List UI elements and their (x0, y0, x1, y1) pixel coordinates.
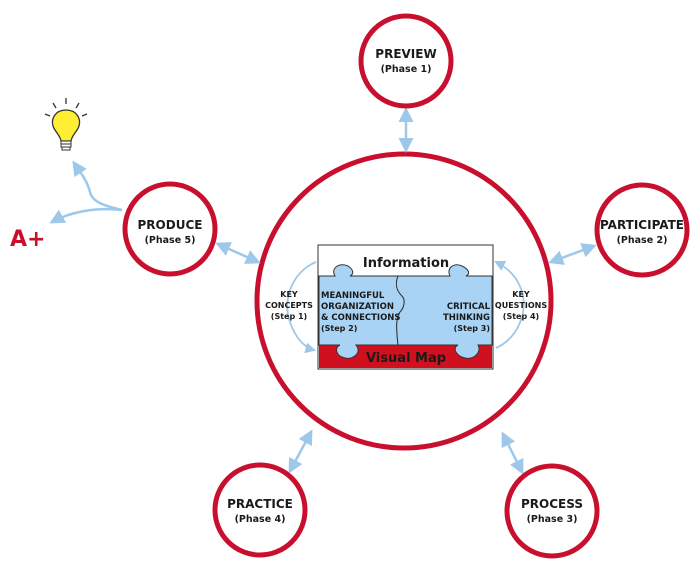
visual-map-label: Visual Map (366, 351, 446, 366)
arrow-to-grade (49, 207, 123, 224)
phase-connectors (215, 107, 597, 475)
step-arrows (286, 261, 525, 354)
phase-practice: PRACTICE (Phase 4) (212, 462, 308, 558)
puzzle-piece-right (395, 264, 493, 359)
key-concepts-line1: KEY (280, 290, 298, 299)
phase-participate-circle (594, 182, 690, 278)
key-concepts-step: (Step 1) (271, 312, 307, 321)
connector-participate (548, 243, 597, 265)
phase-preview-title: PREVIEW (375, 47, 436, 61)
phase-participate-sub: (Phase 2) (617, 235, 668, 246)
key-questions-line2: QUESTIONS (495, 301, 547, 310)
phase-practice-title: PRACTICE (227, 497, 293, 511)
phase-produce-title: PRODUCE (138, 218, 203, 232)
phase-produce-circle (122, 181, 218, 277)
meaningful-line2: ORGANIZATION (321, 302, 394, 312)
visual-map-band (319, 345, 492, 368)
phase-practice-circle (212, 462, 308, 558)
phase-participate: PARTICIPATE (Phase 2) (594, 182, 690, 278)
phase-preview-sub: (Phase 1) (381, 64, 432, 75)
meaningful-step: (Step 2) (321, 324, 357, 333)
phase-process-circle (504, 463, 600, 559)
arrow-key-questions (494, 261, 525, 349)
phase-preview: PREVIEW (Phase 1) (358, 13, 454, 109)
arrow-to-lightbulb (72, 160, 123, 212)
phase-produce: PRODUCE (Phase 5) (122, 181, 218, 277)
key-questions-step: (Step 4) (503, 312, 539, 321)
phase-preview-circle (358, 13, 454, 109)
connector-produce (215, 242, 261, 264)
critical-line2: THINKING (443, 313, 490, 323)
key-questions-line1: KEY (512, 290, 530, 299)
phase-process-sub: (Phase 3) (527, 514, 578, 525)
meaningful-line3: & CONNECTIONS (321, 313, 401, 323)
meaningful-line1: MEANINGFUL (321, 291, 385, 301)
phase-practice-sub: (Phase 4) (235, 514, 286, 525)
connector-practice (288, 429, 313, 474)
critical-line1: CRITICAL (447, 302, 491, 312)
key-concepts-line2: CONCEPTS (265, 301, 313, 310)
information-label: Information (363, 256, 449, 271)
arrow-key-concepts (286, 261, 317, 354)
produce-outcome-arrows (49, 160, 123, 224)
connector-process (501, 431, 524, 475)
phase-produce-sub: (Phase 5) (145, 235, 196, 246)
phase-participate-title: PARTICIPATE (600, 218, 684, 232)
grade-a-plus: A+ (10, 227, 45, 252)
lightbulb-icon (44, 98, 88, 151)
phase-process: PROCESS (Phase 3) (504, 463, 600, 559)
critical-step: (Step 3) (454, 324, 490, 333)
phase-process-title: PROCESS (521, 497, 583, 511)
puzzle-block: Information Visual Map MEANINGFUL ORGANI… (317, 244, 494, 370)
